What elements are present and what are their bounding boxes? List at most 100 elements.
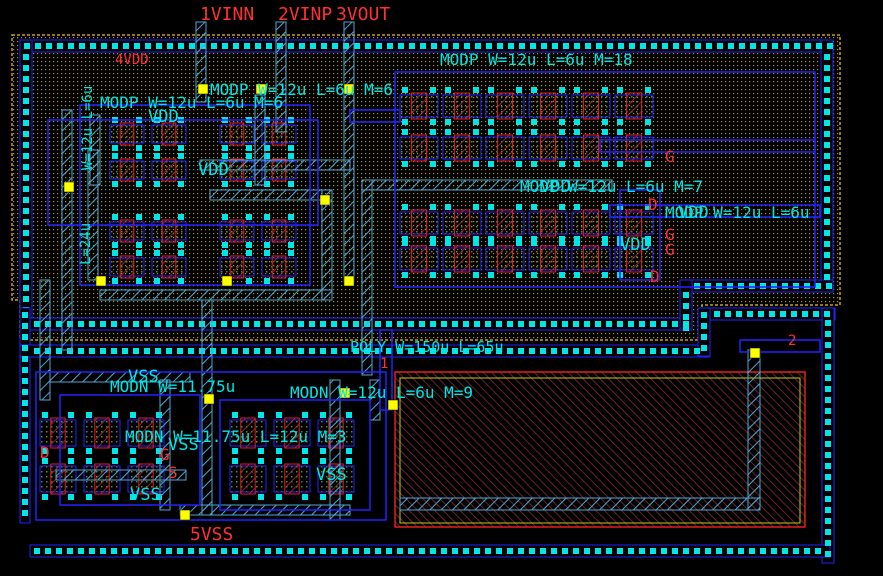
contact <box>695 43 701 49</box>
contact <box>342 321 348 327</box>
contact <box>445 240 451 246</box>
contact <box>452 321 458 327</box>
contact <box>232 448 238 454</box>
contact <box>265 548 271 554</box>
net-vss-2: VSS <box>168 435 199 455</box>
contact <box>452 548 458 554</box>
contact <box>22 510 28 516</box>
contact <box>23 197 29 203</box>
label-rotated-a: W=12u L=6u <box>80 86 96 170</box>
contact <box>519 43 525 49</box>
contact <box>156 494 162 500</box>
contact <box>540 321 546 327</box>
contact <box>232 458 238 464</box>
contact <box>246 278 252 284</box>
contact <box>78 548 84 554</box>
contact <box>705 548 711 554</box>
net-vss-3: VSS <box>130 485 161 505</box>
contact <box>346 448 352 454</box>
contact <box>683 292 689 298</box>
contact <box>516 161 522 167</box>
contact <box>408 548 414 554</box>
contact <box>750 43 756 49</box>
contact <box>824 65 830 71</box>
contact <box>188 321 194 327</box>
contact <box>265 321 271 327</box>
contact <box>397 321 403 327</box>
contact <box>574 240 580 246</box>
gate-poly <box>229 255 245 279</box>
contact <box>222 181 228 187</box>
contact <box>166 348 172 354</box>
contact <box>574 236 580 242</box>
contact <box>824 120 830 126</box>
contact <box>302 448 308 454</box>
contact <box>516 129 522 135</box>
gate-poly <box>625 134 643 162</box>
contact <box>452 348 458 354</box>
contact <box>825 540 831 546</box>
contact <box>288 153 294 159</box>
contact <box>516 87 522 93</box>
contact <box>516 204 522 210</box>
label-modp-left: MODP W=12u L=6u M=6 <box>100 93 283 112</box>
contact <box>276 321 282 327</box>
contact <box>42 412 48 418</box>
contact <box>771 548 777 554</box>
contact <box>430 240 436 246</box>
net-vdd-5: VDD <box>678 203 709 223</box>
contact <box>133 548 139 554</box>
contact <box>299 43 305 49</box>
contact <box>288 181 294 187</box>
contact <box>402 236 408 242</box>
guard-ring-top-contacts <box>23 43 833 331</box>
contact <box>23 54 29 60</box>
contact <box>331 548 337 554</box>
via <box>749 347 761 359</box>
contact <box>824 186 830 192</box>
contact <box>23 274 29 280</box>
contact <box>23 241 29 247</box>
gate-poly <box>161 255 177 279</box>
contact <box>246 250 252 256</box>
contact <box>430 119 436 125</box>
contact <box>112 43 118 49</box>
pin-vout: 3VOUT <box>336 4 390 25</box>
contact <box>178 250 184 256</box>
contact <box>254 321 260 327</box>
contact <box>288 278 294 284</box>
contact <box>650 321 656 327</box>
contact <box>445 236 451 242</box>
contact <box>825 419 831 425</box>
contact <box>246 242 252 248</box>
contact <box>574 272 580 278</box>
gate-poly <box>453 134 471 162</box>
contact <box>288 214 294 220</box>
contact <box>617 119 623 125</box>
contact <box>780 311 786 317</box>
contact <box>136 145 142 151</box>
gate-poly <box>582 134 600 162</box>
contact <box>617 87 623 93</box>
contact <box>178 181 184 187</box>
contact <box>23 263 29 269</box>
contact <box>606 548 612 554</box>
contact <box>375 321 381 327</box>
contact <box>473 87 479 93</box>
contact <box>89 348 95 354</box>
contact <box>474 548 480 554</box>
gate-poly <box>271 255 287 279</box>
contact <box>701 334 707 340</box>
gate-poly <box>229 122 245 146</box>
contact <box>496 321 502 327</box>
contact <box>794 43 800 49</box>
contact <box>516 240 522 246</box>
net-vdd-3: VDD <box>540 177 571 197</box>
contact <box>617 348 623 354</box>
contact <box>100 321 106 327</box>
contact <box>320 458 326 464</box>
contact <box>34 348 40 354</box>
contact <box>540 548 546 554</box>
via <box>95 275 107 287</box>
contact <box>650 548 656 554</box>
